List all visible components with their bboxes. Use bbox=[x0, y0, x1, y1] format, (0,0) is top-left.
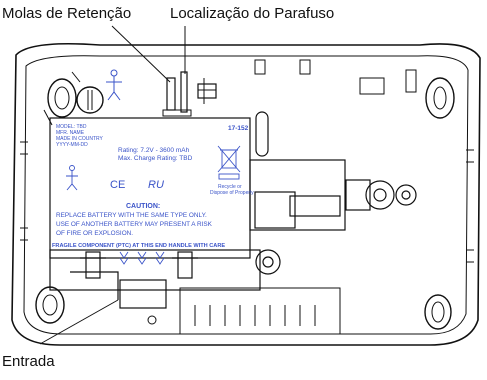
caution-line-2: USE OF ANOTHER BATTERY MAY PRESENT A RIS… bbox=[56, 221, 213, 228]
label-model: MODEL: TBD bbox=[56, 124, 87, 130]
label-part-number: 17-152 bbox=[228, 125, 249, 132]
leader-inlet bbox=[39, 299, 119, 345]
retention-springs bbox=[162, 71, 192, 117]
battery-clips bbox=[80, 251, 198, 279]
antenna-person-icon bbox=[66, 165, 78, 191]
callout-screw-location: Localização do Parafuso bbox=[170, 5, 335, 22]
label-rating-1: Rating: 7.2V - 3600 mAh bbox=[118, 147, 190, 154]
housing-inner-outline bbox=[23, 55, 469, 335]
label-country: MADE IN COUNTRY bbox=[56, 136, 104, 142]
label-recycle-2: Dispose of Properly bbox=[210, 190, 254, 196]
leader-retention-springs bbox=[111, 25, 171, 83]
caution-title: CAUTION: bbox=[126, 203, 160, 210]
left-ticks bbox=[20, 141, 28, 241]
left-mount-hole bbox=[43, 71, 81, 126]
round-boss bbox=[76, 86, 104, 114]
label-rating-2: Max. Charge Rating: TBD bbox=[118, 155, 193, 162]
recycle-bin-icon bbox=[217, 145, 241, 180]
callout-inlet: Entrada bbox=[2, 353, 55, 370]
vertical-slot bbox=[255, 111, 269, 157]
antenna-icon bbox=[106, 69, 122, 101]
top-tabs bbox=[254, 59, 417, 95]
ce-mark-icon: CE bbox=[110, 179, 125, 191]
screw-location bbox=[197, 78, 217, 104]
label-recycle-1: Recycle or bbox=[218, 184, 242, 190]
bottom-right-mount bbox=[424, 294, 452, 330]
ul-mark-icon: RU bbox=[148, 179, 164, 191]
down-arrows-icon bbox=[119, 251, 165, 265]
fragile-line: FRAGILE COMPONENT (PTC) AT THIS END HAND… bbox=[52, 243, 225, 249]
label-mfr: MFR. NAME bbox=[56, 130, 85, 136]
label-date: YYYY-MM-DD bbox=[56, 142, 88, 148]
caution-line-1: REPLACE BATTERY WITH THE SAME TYPE ONLY. bbox=[56, 212, 207, 219]
knob bbox=[255, 249, 281, 275]
callout-retention-springs: Molas de Retenção bbox=[2, 5, 132, 22]
small-screw bbox=[147, 315, 157, 325]
caution-line-3: OF FIRE OR EXPLOSION. bbox=[56, 230, 133, 237]
right-mount-hole bbox=[425, 77, 455, 119]
battery-connector-area bbox=[49, 249, 261, 291]
battery-label: MODEL: TBD MFR. NAME MADE IN COUNTRY YYY… bbox=[52, 124, 254, 265]
bottom-grille bbox=[179, 287, 341, 335]
connector-cluster bbox=[249, 159, 417, 231]
housing-outer-outline bbox=[11, 43, 481, 346]
bottom-left-mount bbox=[35, 286, 65, 324]
right-ticks bbox=[466, 149, 474, 263]
